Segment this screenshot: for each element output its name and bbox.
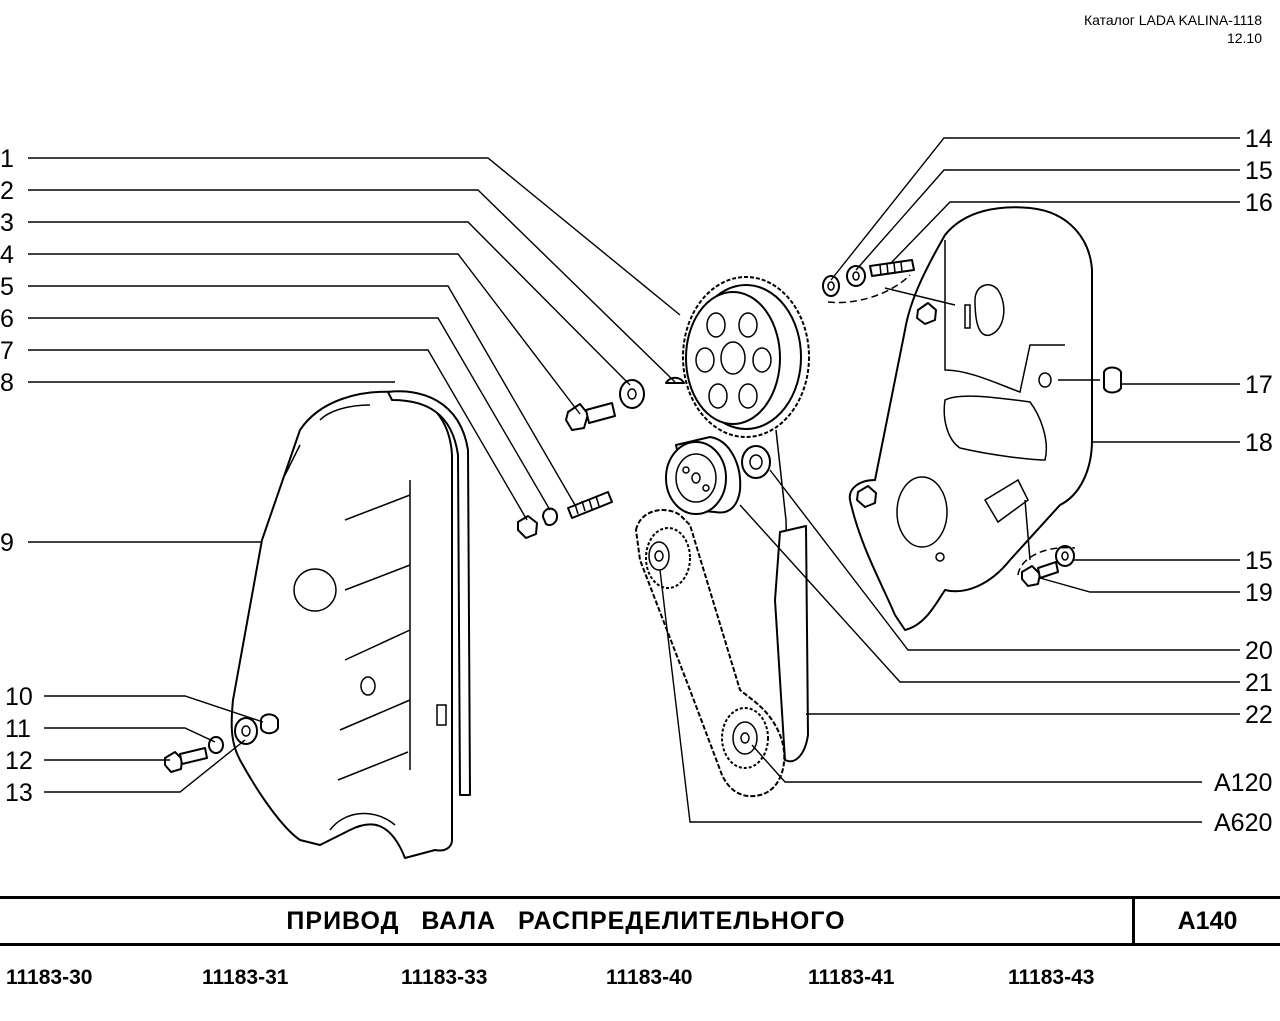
catalog-page-ref: 12.10 <box>1226 30 1262 46</box>
catalog-header: Каталог LADA KALINA-1118 12.10 <box>1084 11 1262 47</box>
pulley-bolt <box>565 402 616 431</box>
diagram-title: ПРИВОД ВАЛА РАСПРЕДЕЛИТЕЛЬНОГО <box>286 907 846 935</box>
callout-21: 21 <box>1245 669 1273 697</box>
cover-bolt <box>164 747 208 773</box>
callout-19: 19 <box>1245 579 1273 607</box>
left-callouts: 1 2 3 4 5 6 7 8 9 10 11 12 13 <box>0 145 33 807</box>
callout-7: 7 <box>0 337 14 365</box>
camshaft-pulley <box>682 276 810 438</box>
callout-2: 2 <box>0 177 14 205</box>
diagram-code: A140 <box>1177 907 1238 935</box>
pulley-key <box>665 376 685 384</box>
model-code: 11183-41 <box>808 966 895 989</box>
rear-cover-washer-upper <box>846 265 866 287</box>
roller-washer <box>741 445 771 479</box>
title-band-divider <box>1132 899 1135 943</box>
rear-cover-bolt <box>1021 561 1059 587</box>
rear-cover-nut <box>822 275 840 297</box>
callout-13: 13 <box>5 779 33 807</box>
callout-10: 10 <box>5 683 33 711</box>
callout-11: 11 <box>5 715 31 743</box>
callout-4: 4 <box>0 241 14 269</box>
callout-1: 1 <box>0 145 14 173</box>
cover-spacer <box>260 713 279 735</box>
catalog-title: Каталог LADA KALINA-1118 <box>1083 12 1262 28</box>
pulley-washer <box>619 379 645 409</box>
cover-bushing <box>234 717 258 745</box>
rear-cover-stud <box>869 259 915 277</box>
cover-washer <box>208 736 224 754</box>
stud-nut <box>517 515 538 539</box>
callout-14: 14 <box>1245 125 1273 153</box>
callout-8: 8 <box>0 369 14 397</box>
leader-lines <box>28 137 1240 823</box>
model-code: 11183-40 <box>606 966 693 989</box>
callout-3: 3 <box>0 209 14 237</box>
callout-a620: A620 <box>1214 809 1272 837</box>
stud-washer <box>542 507 558 526</box>
tensioner-stud <box>567 491 613 519</box>
cover-gasket <box>387 390 471 796</box>
tension-roller <box>665 436 742 515</box>
callout-22: 22 <box>1245 701 1273 729</box>
model-code: 11183-43 <box>1008 966 1095 989</box>
callout-5: 5 <box>0 273 14 301</box>
crankshaft-pulley <box>721 707 769 769</box>
callout-12: 12 <box>5 747 33 775</box>
callout-a120: A120 <box>1214 769 1272 797</box>
rear-cover-plug <box>1103 366 1122 394</box>
rear-cover <box>848 206 1093 631</box>
model-code: 11183-30 <box>6 966 93 989</box>
callout-15-lower: 15 <box>1245 547 1273 575</box>
callout-18: 18 <box>1245 429 1273 457</box>
rear-cover-washer-lower <box>1055 545 1075 567</box>
callout-15-upper: 15 <box>1245 157 1273 185</box>
callout-16: 16 <box>1245 189 1273 217</box>
pump-pulley <box>645 527 691 589</box>
model-code: 11183-31 <box>202 966 289 989</box>
callout-17: 17 <box>1245 371 1273 399</box>
model-list: 11183-30 11183-31 11183-33 11183-40 1118… <box>0 966 1280 996</box>
exploded-parts-diagram: 1 2 3 4 5 6 7 8 9 10 11 12 13 14 15 16 1… <box>0 125 1273 859</box>
model-code: 11183-33 <box>401 966 488 989</box>
title-band: ПРИВОД ВАЛА РАСПРЕДЕЛИТЕЛЬНОГО A140 <box>0 896 1280 946</box>
callout-20: 20 <box>1245 637 1273 665</box>
right-callouts: 14 15 16 17 18 15 19 20 21 22 A120 A620 <box>1214 125 1273 837</box>
callout-9: 9 <box>0 529 14 557</box>
callout-6: 6 <box>0 305 14 333</box>
front-cover <box>230 390 453 859</box>
